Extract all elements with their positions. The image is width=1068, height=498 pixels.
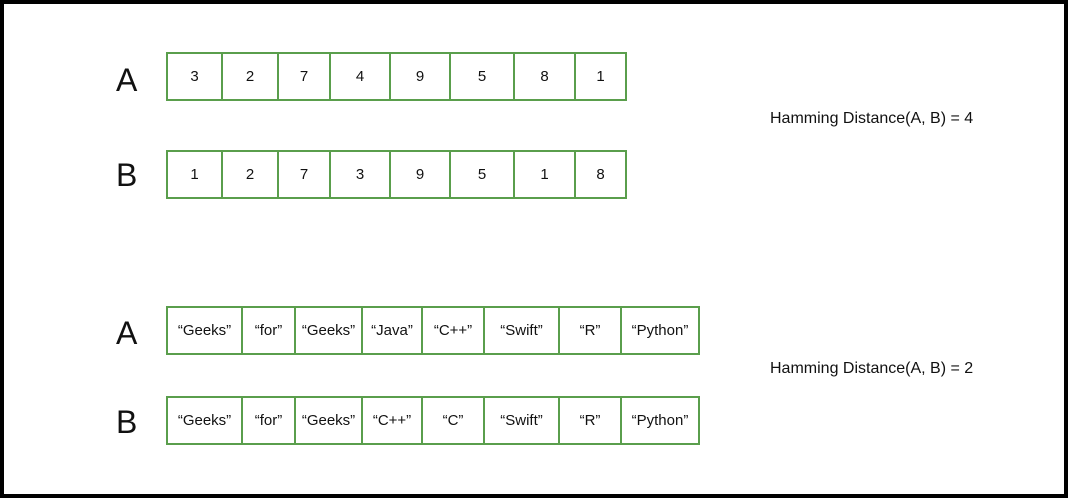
row-label-a: A bbox=[116, 315, 138, 351]
array-cell: 3 bbox=[329, 150, 391, 199]
array-cell: 9 bbox=[389, 150, 451, 199]
array-cell: “Geeks” bbox=[166, 396, 243, 445]
row-label-b: B bbox=[116, 404, 138, 440]
array-cell: “Geeks” bbox=[294, 306, 363, 355]
array-cell: 1 bbox=[513, 150, 576, 199]
array-cell: “Geeks” bbox=[166, 306, 243, 355]
array-cell: “R” bbox=[558, 396, 622, 445]
array-cell: “Python” bbox=[620, 396, 700, 445]
array-cell: “R” bbox=[558, 306, 622, 355]
array-cell: 3 bbox=[166, 52, 223, 101]
array-cell: “Swift” bbox=[483, 396, 560, 445]
array-cell: 8 bbox=[574, 150, 627, 199]
array-cell: 5 bbox=[449, 52, 515, 101]
array-cell: 7 bbox=[277, 150, 331, 199]
array-cell: “for” bbox=[241, 396, 296, 445]
array-cell: 4 bbox=[329, 52, 391, 101]
row-label-b: B bbox=[116, 157, 138, 193]
array-cell: “C++” bbox=[361, 396, 423, 445]
array-cell: “Geeks” bbox=[294, 396, 363, 445]
array-cell: “for” bbox=[241, 306, 296, 355]
array-cell: “Java” bbox=[361, 306, 423, 355]
array-cell: 2 bbox=[221, 52, 279, 101]
array-b-strings: “Geeks”“for”“Geeks”“C++”“C”“Swift”“R”“Py… bbox=[166, 396, 700, 445]
row-label-a: A bbox=[116, 62, 138, 98]
array-cell: 5 bbox=[449, 150, 515, 199]
array-cell: 1 bbox=[574, 52, 627, 101]
array-cell: 9 bbox=[389, 52, 451, 101]
array-cell: 1 bbox=[166, 150, 223, 199]
array-cell: “C++” bbox=[421, 306, 485, 355]
array-cell: 2 bbox=[221, 150, 279, 199]
array-cell: “Swift” bbox=[483, 306, 560, 355]
array-cell: “Python” bbox=[620, 306, 700, 355]
array-a-strings: “Geeks”“for”“Geeks”“Java”“C++”“Swift”“R”… bbox=[166, 306, 700, 355]
array-cell: 7 bbox=[277, 52, 331, 101]
hamming-distance-result: Hamming Distance(A, B) = 2 bbox=[770, 360, 974, 377]
array-cell: “C” bbox=[421, 396, 485, 445]
hamming-distance-result: Hamming Distance(A, B) = 4 bbox=[770, 110, 974, 127]
array-cell: 8 bbox=[513, 52, 576, 101]
